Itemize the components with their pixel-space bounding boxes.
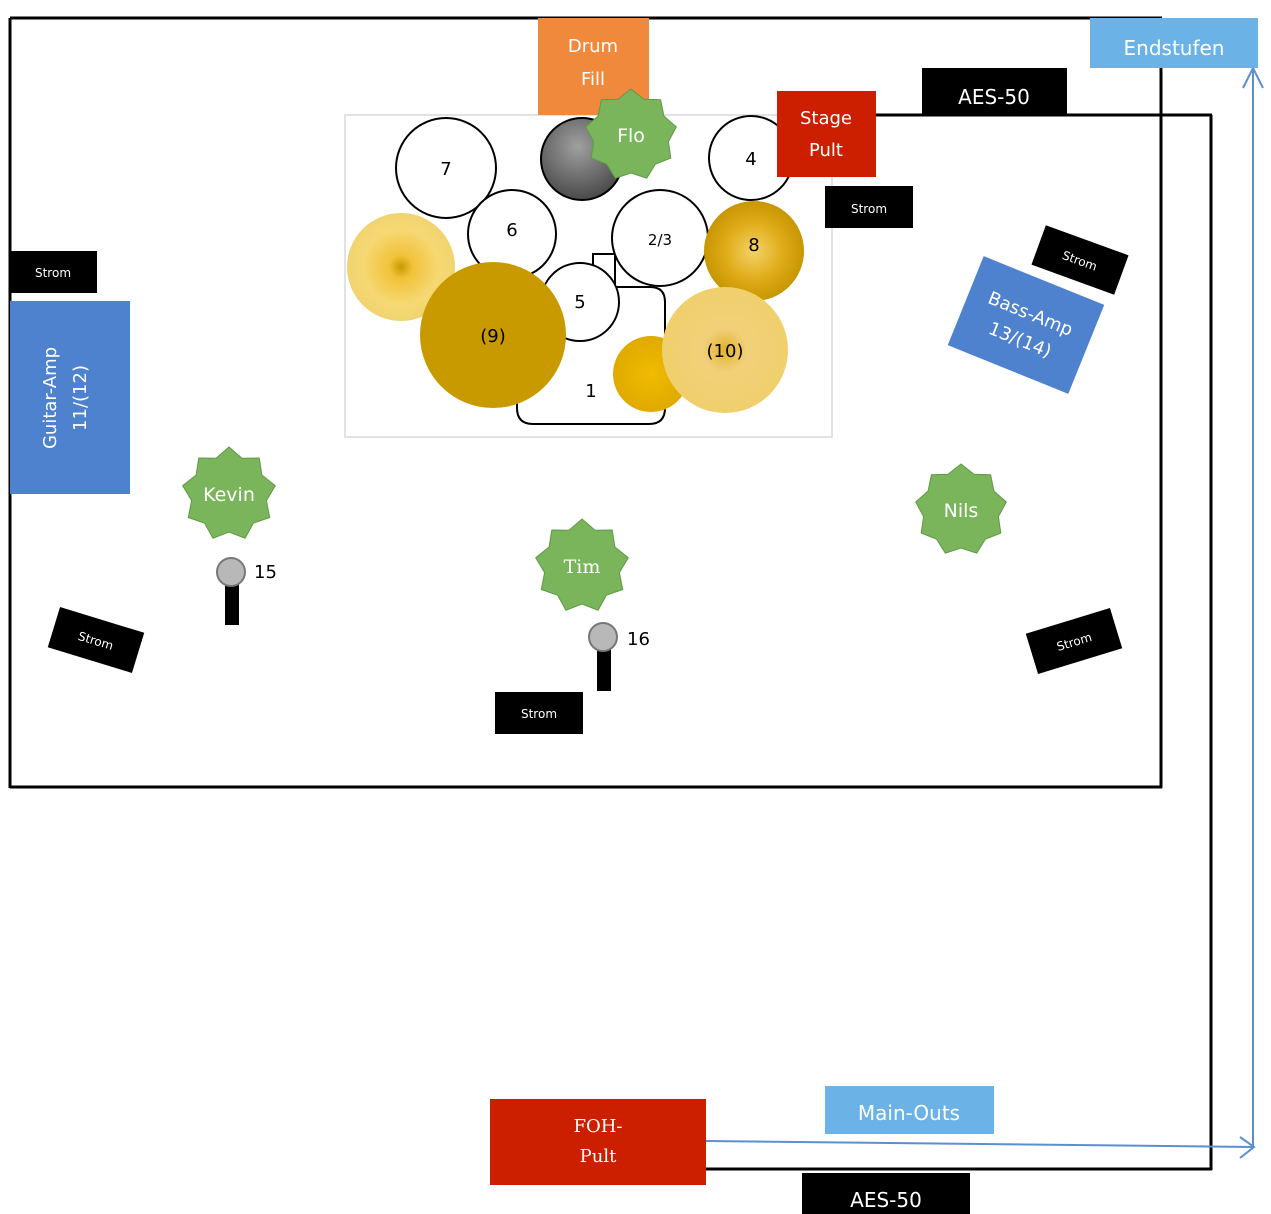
- foh-pult-label-1: FOH-: [573, 1116, 622, 1137]
- cymbal-label-8: 8: [748, 235, 759, 256]
- stage-pult-label-2: Pult: [809, 140, 843, 161]
- stage-pult-box: [777, 91, 876, 177]
- musician-name: Nils: [944, 500, 979, 522]
- drum-label-5: 5: [574, 292, 585, 313]
- main-outs-label: Main-Outs: [858, 1101, 960, 1125]
- mic-label-15: 15: [254, 562, 277, 583]
- star-shape: [915, 463, 1007, 554]
- drum-fill-label-1: Drum: [568, 36, 618, 57]
- foh-pult-label-2: Pult: [580, 1146, 617, 1167]
- endstufen-label: Endstufen: [1124, 36, 1225, 60]
- strom-left-bottom: Strom: [47, 607, 145, 673]
- musician-name: Tim: [564, 556, 601, 578]
- tom-7: [395, 117, 497, 219]
- drum-label-7: 7: [440, 159, 451, 180]
- strom-right-bottom: Strom: [1025, 608, 1123, 674]
- cymbal-label-10: (10): [707, 341, 744, 362]
- mic-stand-16: 16: [588, 622, 650, 691]
- guitar-amp-label-2: 11/(12): [70, 365, 91, 431]
- star-shape: [182, 446, 276, 539]
- musician-nils: Nils: [915, 463, 1007, 554]
- aes50-bottom-label: AES-50: [850, 1188, 922, 1212]
- strom-center: Strom: [495, 692, 583, 734]
- main-outs-box: [825, 1086, 994, 1134]
- cymbal-10: [662, 287, 788, 413]
- mic-stand-15: 15: [216, 557, 277, 625]
- aes50-top-box: [922, 68, 1067, 114]
- foh-pult-box: [490, 1099, 706, 1185]
- guitar-amp-label-1: Guitar-Amp: [40, 347, 61, 449]
- strom-right-top: Strom: [825, 186, 913, 228]
- bass-amp: Bass-Amp 13/(14): [947, 256, 1105, 394]
- aes50-bottom-box: [802, 1173, 970, 1214]
- aes50-cable: [706, 113, 1213, 1171]
- stage-pult-label-1: Stage: [800, 108, 852, 129]
- star-shape: [535, 518, 629, 611]
- cymbal-8: [704, 201, 804, 301]
- guitar-amp-box: [10, 301, 130, 494]
- strom-label: Strom: [35, 266, 71, 280]
- drum-label-23: 2/3: [648, 231, 672, 249]
- aes50-top-label: AES-50: [958, 85, 1030, 109]
- cymbal-9: [420, 262, 566, 408]
- star-shape: [585, 88, 677, 179]
- musician-kevin: Kevin: [182, 446, 276, 539]
- drum-label-1: 1: [585, 381, 596, 402]
- strom-bass: Strom: [1031, 225, 1129, 295]
- cymbal-left: [347, 213, 455, 321]
- musician-name: Kevin: [203, 484, 255, 506]
- mic-label-16: 16: [627, 629, 650, 650]
- musician-name: Flo: [617, 125, 645, 147]
- endstufen-box: [1090, 18, 1258, 68]
- drum-label-4: 4: [745, 149, 756, 170]
- strom-left-top: Strom: [9, 251, 97, 293]
- drum-label-6: 6: [506, 220, 517, 241]
- signal-arrows: [705, 65, 1264, 1159]
- cymbal-label-9: (9): [480, 326, 506, 347]
- strom-label: Strom: [851, 202, 887, 216]
- strom-label: Strom: [521, 707, 557, 721]
- drum-fill-label-2: Fill: [581, 69, 605, 90]
- musician-tim: Tim: [535, 518, 629, 611]
- musician-flo: Flo: [585, 88, 677, 179]
